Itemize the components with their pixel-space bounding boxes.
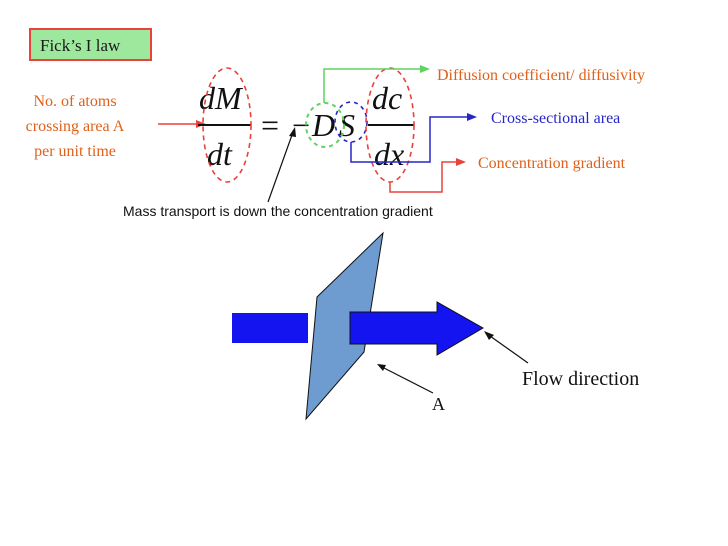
title-label: Fick’s I law (40, 36, 121, 55)
mass-transport-label: Mass transport is down the concentration… (123, 203, 433, 219)
title-box: Fick’s I law (29, 28, 152, 61)
flow-direction-label: Flow direction (522, 368, 639, 390)
area-label: A (432, 394, 445, 414)
rhs-denominator: dx (374, 136, 404, 172)
lhs-dashed-ellipse (202, 67, 252, 183)
incoming-flow-bar (232, 313, 308, 343)
mass-transport-pointer (267, 127, 296, 203)
atoms-annotation: No. of atoms crossing area A per unit ti… (26, 93, 125, 160)
concentration-gradient-connector (389, 158, 466, 193)
diffusion-coefficient-D: D (311, 107, 335, 143)
S-dashed-circle (334, 101, 368, 143)
equals-sign: = (261, 107, 279, 143)
flow-direction-arrow (349, 301, 485, 356)
cross-sectional-area-label: Cross-sectional area (491, 110, 620, 127)
minus-sign: − (292, 107, 310, 143)
atoms-line-3: per unit time (34, 143, 116, 160)
cross-sectional-area-connector (350, 113, 477, 163)
concentration-gradient-label: Concentration gradient (478, 155, 626, 172)
atoms-line-2: crossing area A (26, 118, 125, 135)
flow-direction-pointer (484, 331, 529, 364)
diffusion-coefficient-label: Diffusion coefficient/ diffusivity (437, 67, 645, 84)
diffusion-coefficient-connector (323, 65, 430, 103)
D-dashed-circle (305, 102, 345, 148)
rhs-numerator: dc (372, 80, 402, 116)
atoms-line-1: No. of atoms (33, 93, 116, 110)
lhs-numerator: dM (199, 80, 244, 116)
ficks-equation: dM dt = − D S dc dx (198, 80, 414, 172)
flow-diagram (232, 231, 485, 421)
area-pointer (377, 364, 434, 394)
lhs-denominator: dt (207, 136, 233, 172)
